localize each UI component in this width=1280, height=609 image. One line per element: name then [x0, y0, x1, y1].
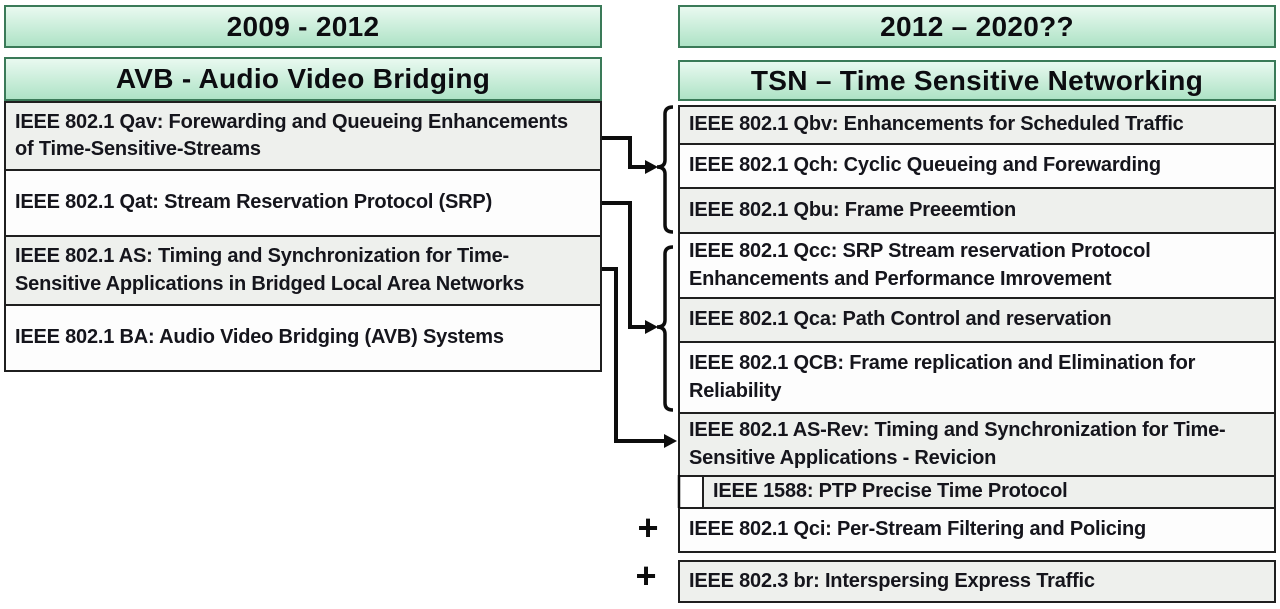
standard-row-1588: IEEE 1588: PTP Precise Time Protocol [702, 475, 1276, 509]
arrow-qav-to-group1 [602, 136, 645, 169]
standard-row-qbu: IEEE 802.1 Qbu: Frame Preeemtion [678, 187, 1276, 234]
standard-row-ba: IEEE 802.1 BA: Audio Video Bridging (AVB… [4, 304, 602, 372]
period-header-tsn: 2012 – 2020?? [678, 5, 1276, 48]
standard-row-qav: IEEE 802.1 Qav: Forewarding and Queueing… [4, 101, 602, 171]
arrow-qat-to-group2 [602, 201, 645, 329]
arrowhead-asrev [664, 434, 677, 448]
standard-row-qat: IEEE 802.1 Qat: Stream Reservation Proto… [4, 169, 602, 237]
arrowhead-group1 [645, 160, 658, 174]
arrow-as-to-asrev [602, 267, 664, 443]
standard-row-qci: IEEE 802.1 Qci: Per-Stream Filtering and… [678, 507, 1276, 553]
plus-sign-qci: + [637, 507, 659, 548]
panel-title-tsn: TSN – Time Sensitive Networking [678, 60, 1276, 101]
plus-sign-br: + [635, 555, 657, 596]
standard-row-qbv: IEEE 802.1 Qbv: Enhancements for Schedul… [678, 105, 1276, 145]
bracket-group2 [656, 245, 674, 412]
panel-title-avb: AVB - Audio Video Bridging [4, 57, 602, 101]
standard-row-as: IEEE 802.1 AS: Timing and Synchronizatio… [4, 235, 602, 306]
standard-row-802-3br: IEEE 802.3 br: Interspersing Express Tra… [678, 560, 1276, 603]
standard-row-qca: IEEE 802.1 Qca: Path Control and reserva… [678, 297, 1276, 343]
period-header-avb: 2009 - 2012 [4, 5, 602, 48]
bracket-group1 [656, 105, 674, 234]
arrowhead-group2 [645, 320, 658, 334]
standard-row-qch: IEEE 802.1 Qch: Cyclic Queueing and Fore… [678, 143, 1276, 189]
standard-row-qcc: IEEE 802.1 Qcc: SRP Stream reservation P… [678, 232, 1276, 299]
standard-row-asrev: IEEE 802.1 AS-Rev: Timing and Synchroniz… [678, 412, 1276, 477]
standard-row-qcb: IEEE 802.1 QCB: Frame replication and El… [678, 341, 1276, 414]
